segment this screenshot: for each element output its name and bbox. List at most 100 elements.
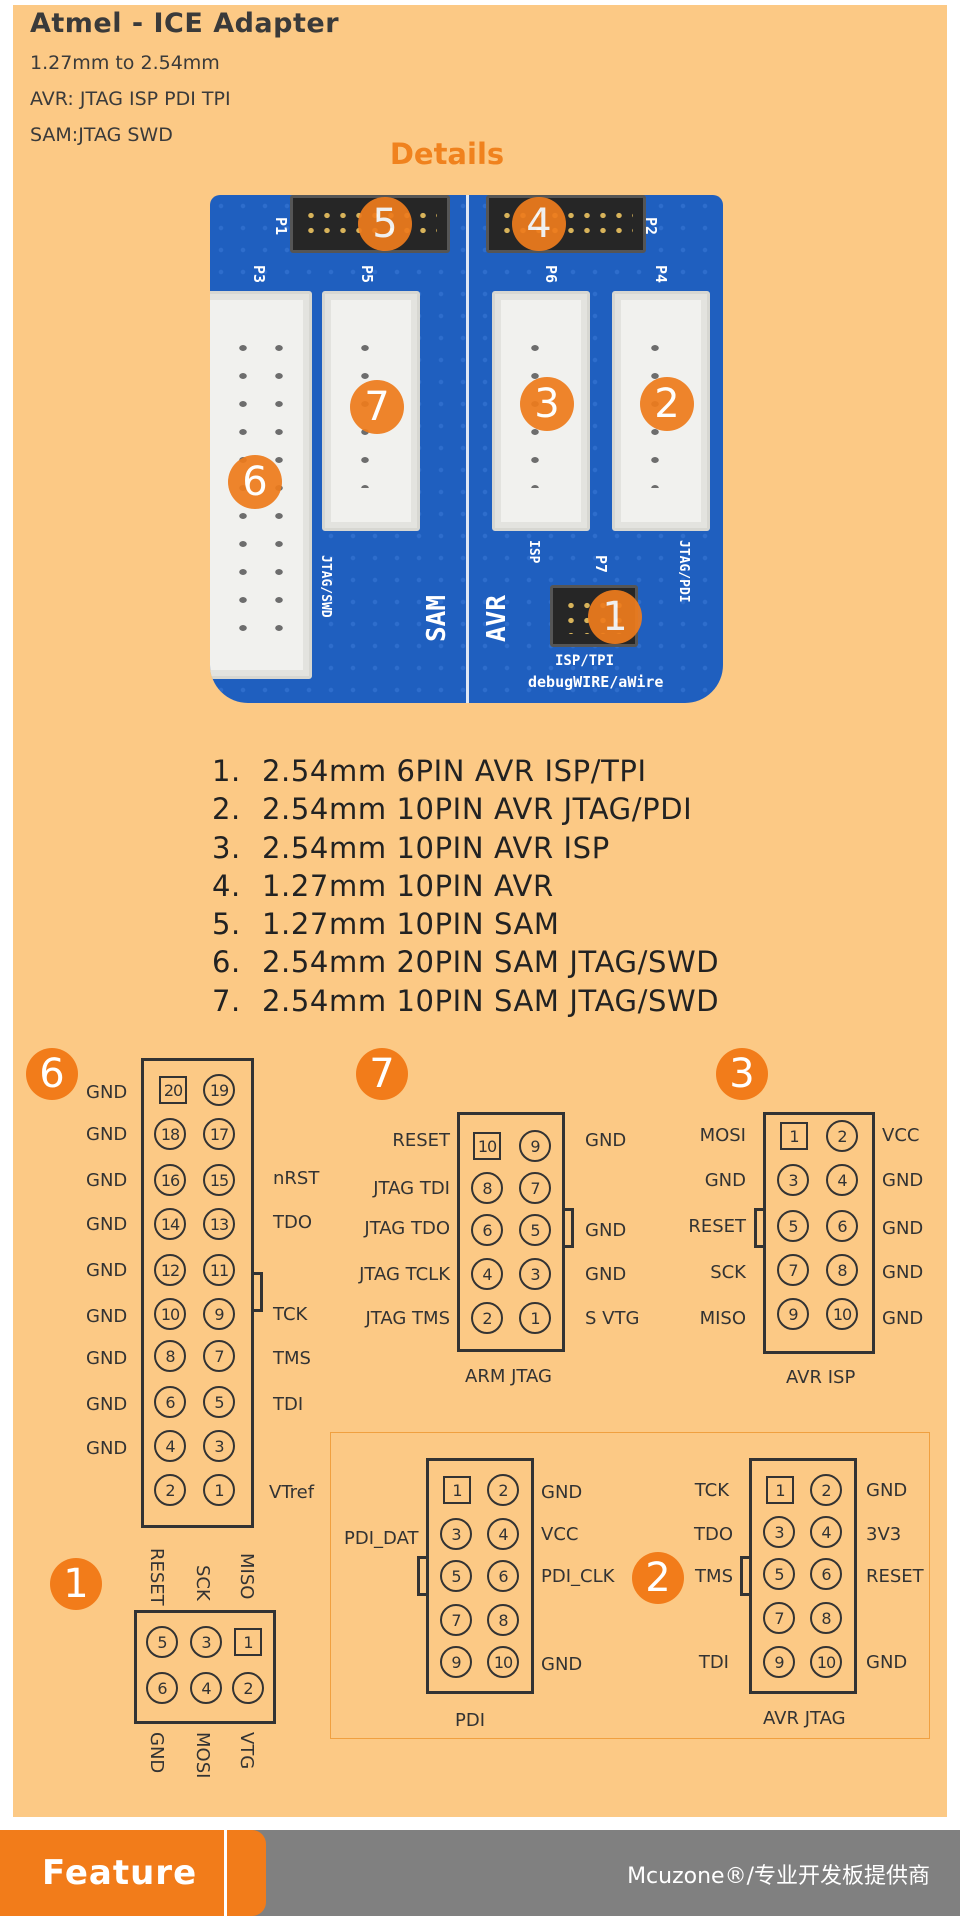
list-num: 1. [212, 754, 241, 788]
list-text: 2.54mm 10PIN SAM JTAG/SWD [262, 983, 720, 1018]
subtitle-line-1: 1.27mm to 2.54mm [30, 52, 220, 74]
pin-c6: 14 [154, 1208, 186, 1240]
connector-6-outline [141, 1058, 254, 1528]
c3-left-label: MOSI [699, 1125, 746, 1146]
list-num: 7. [212, 983, 241, 1018]
silk-sam: SAM [422, 595, 452, 642]
pin-c6: 3 [203, 1430, 235, 1462]
pin-c6: 4 [154, 1430, 186, 1462]
connector-6-key [254, 1272, 263, 1312]
c3-left-label: GND [704, 1170, 746, 1191]
silk-p1: P1 [272, 216, 291, 236]
pin-c1: 4 [190, 1672, 222, 1704]
footer-brand: Mcuzone®/专业开发板提供商 [627, 1864, 930, 1889]
list-item: 3. 2.54mm 10PIN AVR ISP [212, 829, 719, 867]
pin-c2: 3 [763, 1516, 795, 1548]
list-item: 5.1.27mm 10PIN SAM [212, 905, 719, 943]
list-text: 2.54mm 10PIN AVR ISP [262, 830, 610, 865]
c6-left-label: GND [86, 1170, 128, 1191]
silk-p3: P3 [250, 264, 269, 284]
c7-right-label: GND [585, 1130, 627, 1151]
pin-pdi: 2 [487, 1474, 519, 1506]
pin-c1: 6 [146, 1672, 178, 1704]
badge-6: 6 [26, 1048, 78, 1100]
pin-c3: 10 [826, 1298, 858, 1330]
c6-right-label: TCK [273, 1304, 308, 1325]
marker-4: 4 [512, 197, 566, 251]
list-text: 2.54mm 10PIN AVR JTAG/PDI [262, 792, 693, 827]
silk-p6: P6 [542, 264, 561, 284]
pin-pdi: 8 [487, 1604, 519, 1636]
pin-c2: 4 [810, 1516, 842, 1548]
subtitle-line-3: SAM:JTAG SWD [30, 124, 173, 146]
pin-c6: 2 [154, 1474, 186, 1506]
marker-5: 5 [358, 197, 412, 251]
pin-c3: 8 [826, 1254, 858, 1286]
list-num: 4. [212, 868, 241, 903]
pin-c2: 5 [763, 1558, 795, 1590]
silk-isp: ISP [526, 540, 541, 564]
pin-c6: 15 [203, 1164, 235, 1196]
connector-list: 1.2.54mm 6PIN AVR ISP/TPI 2.2.54mm 10PIN… [212, 752, 719, 1020]
pin-c2: 1 [766, 1476, 794, 1504]
pin-c6: 16 [154, 1164, 186, 1196]
feature-tab: Feature [0, 1830, 224, 1916]
c2-left-label: TCK [694, 1480, 729, 1501]
pdi-jtag-frame [330, 1432, 930, 1739]
c7-right-label: S VTG [585, 1308, 640, 1329]
list-num: 3. [212, 830, 241, 865]
pin-c3: 3 [777, 1164, 809, 1196]
pin-c7: 3 [519, 1258, 551, 1290]
c7-right-label: GND [585, 1264, 627, 1285]
connector-2-key [740, 1556, 749, 1596]
pin-c7: 4 [471, 1258, 503, 1290]
pin-c6: 18 [154, 1118, 186, 1150]
pin-pdi: 1 [443, 1476, 471, 1504]
c2-right-label: RESET [866, 1566, 924, 1587]
pin-c1: 5 [146, 1626, 178, 1658]
c2-right-label: GND [866, 1480, 908, 1501]
connector-1-outline [134, 1610, 276, 1724]
c1-top-label: RESET [146, 1548, 167, 1606]
list-num: 2. [212, 792, 241, 827]
pdi-right-label: GND [541, 1482, 583, 1503]
c3-left-label: RESET [688, 1216, 746, 1237]
pin-c1: 3 [190, 1626, 222, 1658]
pin-c6: 5 [203, 1386, 235, 1418]
pin-c7: 2 [471, 1302, 503, 1334]
silk-avr: AVR [482, 595, 512, 642]
pin-c1: 1 [234, 1628, 262, 1656]
c1-top-label: SCK [192, 1565, 213, 1601]
c3-right-label: GND [882, 1170, 924, 1191]
c2-caption: AVR JTAG [763, 1708, 846, 1729]
pin-c7: 10 [473, 1132, 501, 1160]
c7-left-label: JTAG TCLK [359, 1264, 450, 1285]
silk-p7: P7 [592, 554, 611, 574]
c6-right-label: nRST [273, 1168, 320, 1189]
c7-left-label: RESET [392, 1130, 450, 1151]
c6-right-label: TDI [273, 1394, 304, 1415]
marker-6: 6 [228, 455, 282, 509]
pin-pdi: 10 [487, 1646, 519, 1678]
c6-left-label: GND [86, 1438, 128, 1459]
marker-1: 1 [588, 590, 642, 644]
silk-jtag-swd: JTAG/SWD [318, 555, 333, 618]
board-divider [466, 195, 469, 703]
pin-c2: 8 [810, 1602, 842, 1634]
c6-left-label: GND [86, 1348, 128, 1369]
pin-pdi: 5 [440, 1560, 472, 1592]
c2-left-label: TDO [693, 1524, 733, 1545]
marker-3: 3 [520, 377, 574, 431]
connector-7-key [565, 1208, 574, 1248]
connector-3-key [754, 1208, 763, 1248]
pdi-left-label: PDI_DAT [344, 1528, 419, 1549]
c3-left-label: MISO [699, 1308, 746, 1329]
pin-pdi: 6 [487, 1560, 519, 1592]
badge-7: 7 [356, 1048, 408, 1100]
feature-tab-accent [224, 1830, 266, 1916]
pin-c3: 1 [780, 1122, 808, 1150]
pin-c3: 5 [777, 1210, 809, 1242]
c3-left-label: SCK [710, 1262, 746, 1283]
list-num: 6. [212, 945, 241, 980]
pin-c3: 7 [777, 1254, 809, 1286]
